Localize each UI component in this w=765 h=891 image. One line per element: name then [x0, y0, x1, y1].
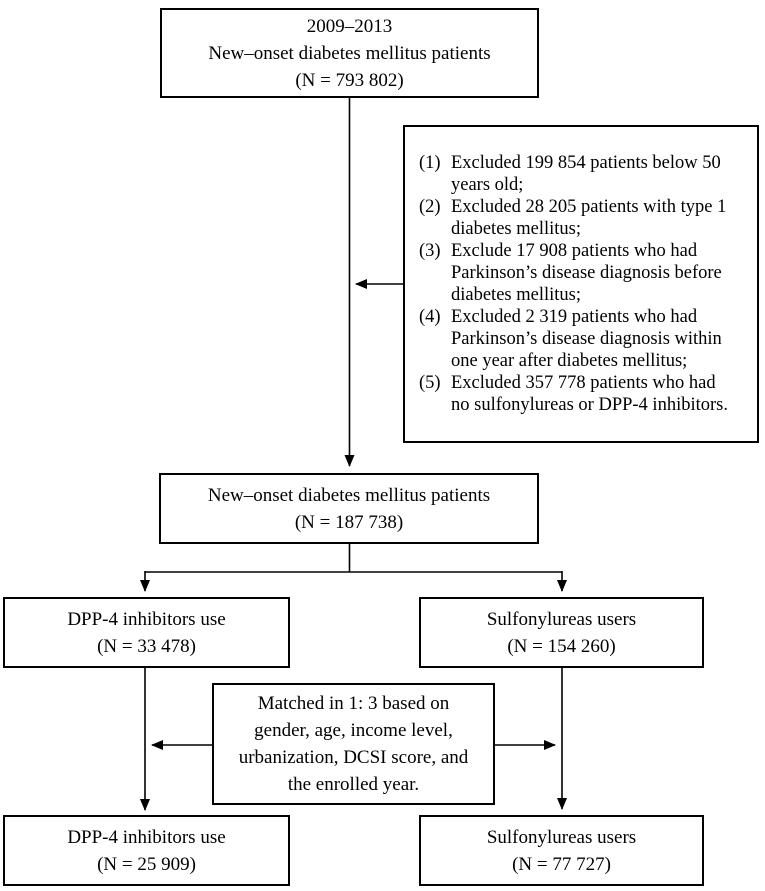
dpp4-matched-label: DPP-4 inhibitors use	[67, 826, 226, 848]
exclusion-item-4: (4) Excluded 2 319 patients who had Park…	[419, 306, 747, 372]
exclusion-item-5: (5) Excluded 357 778 patients who had no…	[419, 372, 747, 416]
box-filtered-cohort: New–onset diabetes mellitus patients (N …	[159, 473, 539, 544]
exclusion-item-5-number: (5)	[419, 373, 441, 393]
box-sulfonylurea-users: Sulfonylureas users (N = 154 260)	[419, 597, 704, 668]
box-exclusion-criteria: (1) Excluded 199 854 patients below 50 y…	[403, 125, 759, 443]
filtered-cohort-n: (N = 187 738)	[294, 511, 404, 533]
sulfonylurea-matched-label: Sulfonylureas users	[486, 826, 637, 848]
exclusion-item-4-number: (4)	[419, 307, 441, 327]
sulfonylurea-users-label: Sulfonylureas users	[486, 608, 637, 630]
matching-line-3: urbanization, DCSI score, and	[238, 747, 469, 768]
matching-line-1: Matched in 1: 3 based on	[257, 693, 450, 714]
exclusion-item-3-text: Exclude 17 908 patients who had Parkinso…	[451, 241, 722, 305]
filtered-cohort-label: New–onset diabetes mellitus patients	[207, 484, 491, 506]
matching-line-2: gender, age, income level,	[254, 720, 453, 741]
exclusion-item-2-number: (2)	[419, 197, 441, 217]
dpp4-users-label: DPP-4 inhibitors use	[67, 608, 226, 630]
initial-cohort-label: New–onset diabetes mellitus patients	[208, 42, 491, 64]
box-dpp4-users: DPP-4 inhibitors use (N = 33 478)	[3, 597, 290, 668]
exclusion-item-3: (3) Exclude 17 908 patients who had Park…	[419, 240, 747, 306]
exclusion-item-1-number: (1)	[419, 153, 441, 173]
exclusion-item-2-text: Excluded 28 205 patients with type 1 dia…	[451, 197, 727, 239]
dpp4-matched-n: (N = 25 909)	[97, 853, 196, 875]
box-sulfonylurea-matched: Sulfonylureas users (N = 77 727)	[419, 815, 704, 886]
exclusion-item-3-number: (3)	[419, 241, 441, 261]
initial-cohort-n: (N = 793 802)	[295, 69, 404, 91]
box-initial-cohort: 2009–2013 New–onset diabetes mellitus pa…	[160, 8, 539, 98]
box-matching-criteria: Matched in 1: 3 based on gender, age, in…	[212, 683, 495, 805]
exclusion-item-5-text: Excluded 357 778 patients who had no sul…	[451, 373, 728, 415]
matching-line-4: the enrolled year.	[287, 774, 420, 795]
exclusion-item-4-text: Excluded 2 319 patients who had Parkinso…	[451, 307, 722, 371]
dpp4-users-n: (N = 33 478)	[97, 635, 196, 657]
exclusion-item-1: (1) Excluded 199 854 patients below 50 y…	[419, 152, 747, 196]
sulfonylurea-users-n: (N = 154 260)	[507, 635, 616, 657]
exclusion-item-1-text: Excluded 199 854 patients below 50 years…	[451, 153, 721, 195]
box-dpp4-matched: DPP-4 inhibitors use (N = 25 909)	[3, 815, 290, 886]
sulfonylurea-matched-n: (N = 77 727)	[512, 853, 611, 875]
initial-cohort-period: 2009–2013	[306, 15, 393, 37]
exclusion-item-2: (2) Excluded 28 205 patients with type 1…	[419, 196, 747, 240]
